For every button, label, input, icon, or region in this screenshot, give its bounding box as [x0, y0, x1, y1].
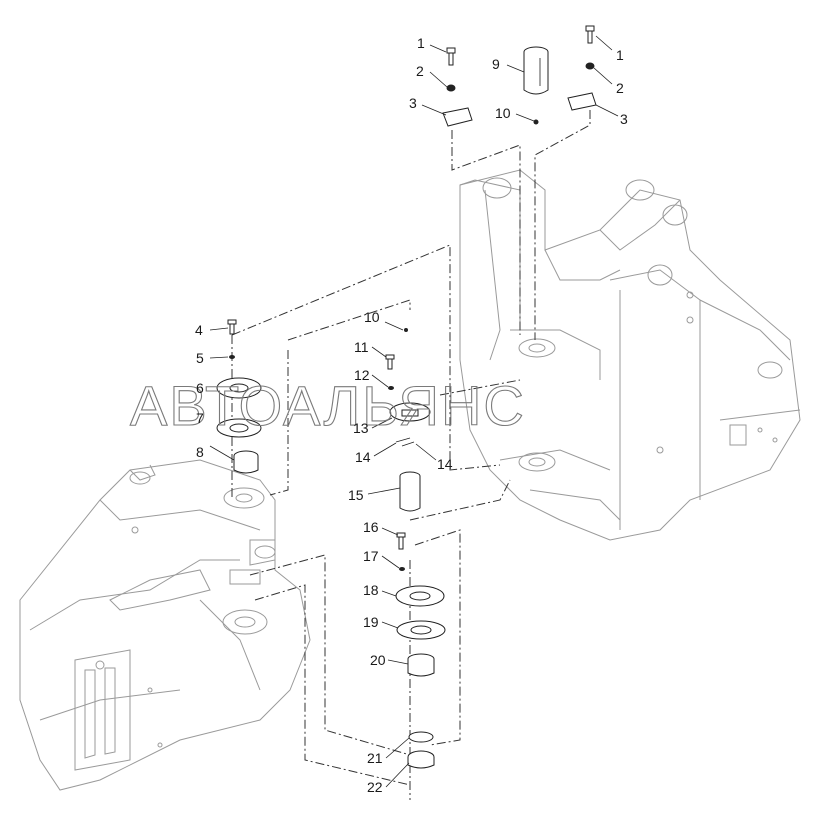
bolt-part-11: [385, 354, 395, 370]
callout-16: 16: [363, 519, 379, 535]
callout-1-left: 1: [417, 35, 425, 51]
callout-4: 4: [195, 322, 203, 338]
callout-6: 6: [196, 380, 204, 396]
washer-part-5: [229, 355, 235, 359]
disc-part-18: [395, 585, 445, 607]
callout-labels: 1 2 3 9 10 1 2 3 4 5 6 7 8 10 11 12 13 1…: [195, 35, 628, 795]
bolt-part-1-right: [585, 25, 595, 44]
callout-21: 21: [367, 750, 383, 766]
callout-15: 15: [348, 487, 364, 503]
watermark-text: АВТОАЛЬЯНС: [130, 374, 526, 437]
bolt-part-4: [227, 319, 237, 335]
pin-part-15: [399, 471, 421, 512]
rear-frame-drawing: [459, 169, 801, 541]
plate-part-3-right: [567, 92, 597, 111]
leader-lines: [209, 35, 619, 788]
callout-22: 22: [367, 779, 383, 795]
callout-14-left: 14: [355, 449, 371, 465]
seal-part-22: [407, 750, 435, 769]
callout-8: 8: [196, 444, 204, 460]
washer-part-17: [399, 567, 405, 571]
callout-10-middle: 10: [364, 309, 380, 325]
callout-17: 17: [363, 548, 379, 564]
callout-18: 18: [363, 582, 379, 598]
callout-9: 9: [492, 56, 500, 72]
callout-1-right: 1: [616, 47, 624, 63]
washer-part-12: [388, 386, 394, 390]
bolt-part-1-left: [446, 47, 456, 66]
callout-2-left: 2: [416, 63, 424, 79]
plate-part-3-left: [442, 107, 473, 127]
callout-3-right: 3: [620, 111, 628, 127]
assembly-lines: [231, 110, 591, 800]
callout-5: 5: [196, 350, 204, 366]
callout-10-top: 10: [495, 105, 511, 121]
pin-part-9: [523, 46, 549, 95]
bushing-part-20: [407, 653, 435, 677]
callout-19: 19: [363, 614, 379, 630]
plate-part-13: [389, 402, 431, 422]
washer-part-2-right: [585, 62, 595, 70]
disc-part-6: [216, 377, 262, 399]
spring-pins-part-14: [395, 437, 415, 447]
callout-20: 20: [370, 652, 386, 668]
front-frame-drawing: [19, 459, 311, 791]
disc-part-19: [396, 620, 446, 640]
washer-part-2-left: [446, 84, 456, 92]
callout-11: 11: [354, 339, 369, 355]
callout-14-right: 14: [437, 456, 453, 472]
bushing-part-8: [233, 450, 259, 474]
ring-part-21: [408, 731, 434, 743]
bolt-part-16: [396, 532, 406, 550]
disc-part-7: [216, 418, 262, 438]
callout-12: 12: [354, 367, 370, 383]
ball-part-10-top: [533, 119, 539, 125]
ball-part-10-middle: [404, 328, 408, 332]
callout-2-right: 2: [616, 80, 624, 96]
callout-7: 7: [196, 410, 204, 426]
callout-13: 13: [353, 420, 369, 436]
callout-3-left: 3: [409, 95, 417, 111]
